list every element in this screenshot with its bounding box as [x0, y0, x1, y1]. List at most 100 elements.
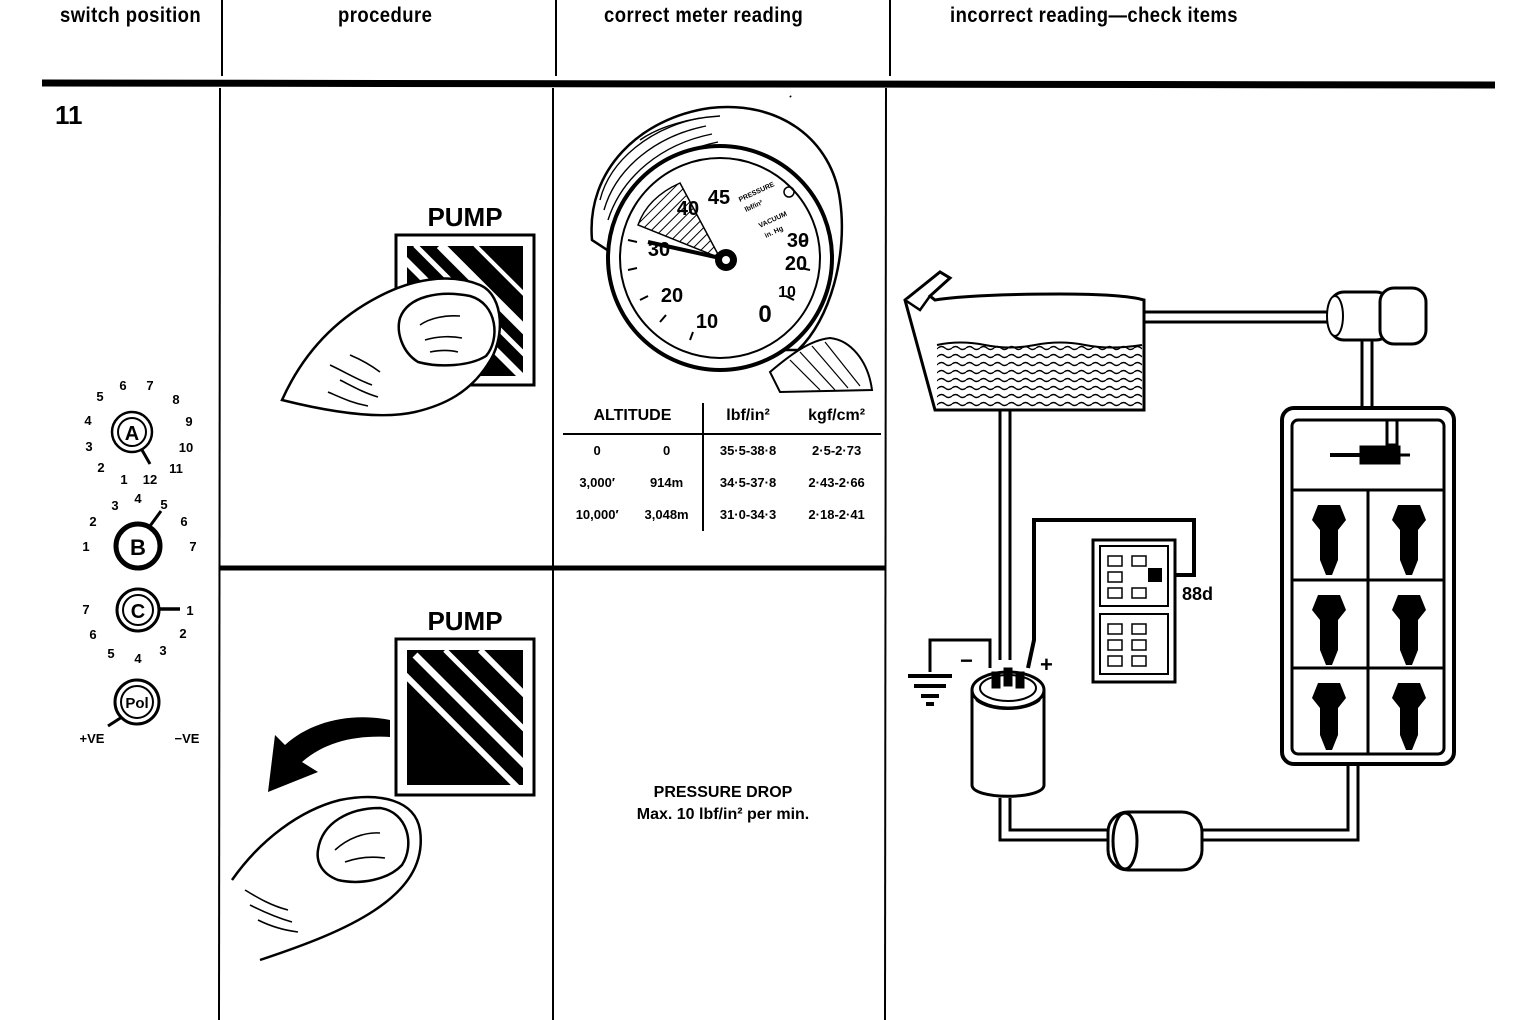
switch-a-num: 10: [179, 440, 193, 455]
altitude-m: 914m: [649, 475, 684, 490]
switch-b-ring: [113, 521, 163, 571]
switch-a-num: 4: [84, 413, 92, 428]
pressure-lbf: 35·5-38·8: [701, 434, 793, 467]
injector: [1312, 505, 1426, 750]
fuel-system-diagram: [903, 270, 1456, 872]
switch-pol-pointer: [107, 715, 123, 728]
procedure-step-release: PUMP: [230, 606, 536, 962]
switch-a-num: 11: [169, 461, 183, 476]
switch-b-num: 5: [160, 497, 167, 512]
switch-c-num: 6: [89, 627, 96, 642]
switch-a-num: 12: [143, 472, 157, 487]
finger-release: [230, 795, 423, 962]
altitude-pressure-table: ALTITUDE lbf/in² kgf/cm² 0 0 35·5-38·8 2…: [563, 403, 881, 531]
switch-a-num: 8: [172, 392, 179, 407]
switch-pol-plus: +VE: [80, 731, 105, 746]
gauge-scale-vacuum: 10: [778, 284, 796, 301]
relay-label: 88d: [1182, 584, 1213, 604]
switch-a-ring: [110, 410, 154, 454]
release-arrow: [268, 717, 390, 792]
gauge-scale-pressure: 10: [696, 311, 718, 333]
switch-b-num: 7: [189, 539, 196, 554]
switch-b-pointer: [148, 510, 163, 527]
altitude-ft: 10,000′: [575, 507, 619, 522]
table-row: 3,000′ 914m 34·5-37·8 2·43-2·66: [563, 467, 881, 499]
pressure-kgf: 2·43-2·66: [808, 475, 865, 490]
switch-c-num: 7: [82, 602, 89, 617]
gauge-scale-pressure: 40: [677, 198, 699, 220]
switch-c: C 1 2 3 4 5 6 7: [82, 587, 194, 666]
pump-label-2: PUMP: [427, 606, 502, 636]
row-number: 11: [55, 100, 83, 130]
switch-b: B 4 5 6 7 1 2 3: [82, 491, 197, 571]
header-procedure: procedure: [338, 4, 433, 27]
switch-a-num: 2: [97, 460, 104, 475]
gauge-scale-vacuum: 20: [785, 253, 807, 275]
switch-c-num: 1: [186, 603, 193, 618]
header-correct-meter-reading: correct meter reading: [604, 4, 804, 27]
diagram-labels: 88d − +: [960, 584, 1213, 677]
altitude-m: 3,048m: [644, 507, 689, 522]
switch-a-num: 7: [146, 378, 153, 393]
pressure-kgf: 2·18-2·41: [808, 507, 865, 522]
terminal-plus-label: +: [1040, 652, 1053, 677]
pressure-regulator: [1326, 286, 1428, 346]
gauge-scale-vacuum: 0: [758, 301, 771, 328]
header-switch-position: switch position: [60, 4, 202, 27]
switch-a-num: 3: [85, 439, 92, 454]
procedure-step-press: PUMP: [280, 202, 536, 417]
pressure-lbf: 34·5-37·8: [701, 467, 793, 499]
header-kgf: kgf/cm²: [792, 403, 881, 435]
switch-a-knob: [117, 417, 147, 447]
switch-c-num: 5: [107, 646, 114, 661]
header-incorrect-reading: incorrect reading—check items: [950, 4, 1239, 27]
relay-88d: [1091, 538, 1177, 684]
pressure-drop-detail: Max. 10 lbf/in² per min.: [636, 806, 810, 823]
pump-button-2: [394, 637, 536, 797]
pump-label-1: PUMP: [427, 202, 502, 232]
gauge-scale-vacuum: 30: [787, 230, 809, 252]
switch-a-num: 9: [185, 414, 192, 429]
switch-b-num: 4: [134, 491, 142, 506]
switch-pol-minus: −VE: [175, 731, 200, 746]
ground-symbol: [908, 638, 992, 706]
table-grid: [41, 0, 1496, 1020]
switch-b-num: 6: [180, 514, 187, 529]
switch-a: A 6 7 8 9 10 11 12 1 2 3 4 5: [84, 378, 193, 487]
finger-press-1: [280, 277, 502, 417]
header-altitude: ALTITUDE: [563, 403, 703, 435]
switch-b-num: 3: [111, 498, 118, 513]
switch-a-pointer: [140, 449, 152, 465]
header-lbf: lbf/in²: [701, 403, 793, 435]
switch-a-num: 5: [96, 389, 103, 404]
pressure-drop-note: PRESSURE DROP Max. 10 lbf/in² per min.: [588, 782, 858, 826]
switch-c-label: C: [131, 601, 145, 623]
gauge-scale-pressure: 45: [708, 187, 730, 209]
switch-pol: Pol +VE −VE: [80, 678, 200, 746]
switch-c-knob: [122, 594, 154, 626]
switch-pol-label: Pol: [125, 695, 148, 712]
pressure-kgf: 2·5-2·73: [812, 443, 862, 458]
pressure-drop-title: PRESSURE DROP: [653, 784, 793, 801]
table-row: 10,000′ 3,048m 31·0-34·3 2·18-2·41: [563, 499, 881, 531]
switch-a-num: 6: [119, 378, 126, 393]
switch-a-label: A: [125, 423, 139, 445]
switch-b-num: 1: [82, 539, 89, 554]
switch-pol-ring: [113, 678, 161, 726]
pressure-lbf: 31·0-34·3: [701, 499, 793, 531]
altitude-ft: 3,000′: [579, 475, 615, 490]
switch-pol-knob: [120, 685, 154, 719]
switch-c-num: 2: [179, 626, 186, 641]
table-row: 0 0 35·5-38·8 2·5-2·73: [563, 434, 881, 467]
fuel-filter: [1106, 810, 1204, 872]
altitude-ft: 0: [593, 443, 601, 458]
altitude-m: 0: [662, 443, 671, 458]
switch-b-label: B: [130, 535, 146, 560]
fuel-pump: [970, 667, 1046, 798]
switch-c-num: 4: [134, 651, 142, 666]
table-header-row: ALTITUDE lbf/in² kgf/cm²: [563, 403, 881, 435]
switch-b-num: 2: [89, 514, 96, 529]
terminal-minus-label: −: [960, 648, 973, 673]
gauge-scale-pressure: 20: [661, 285, 683, 307]
